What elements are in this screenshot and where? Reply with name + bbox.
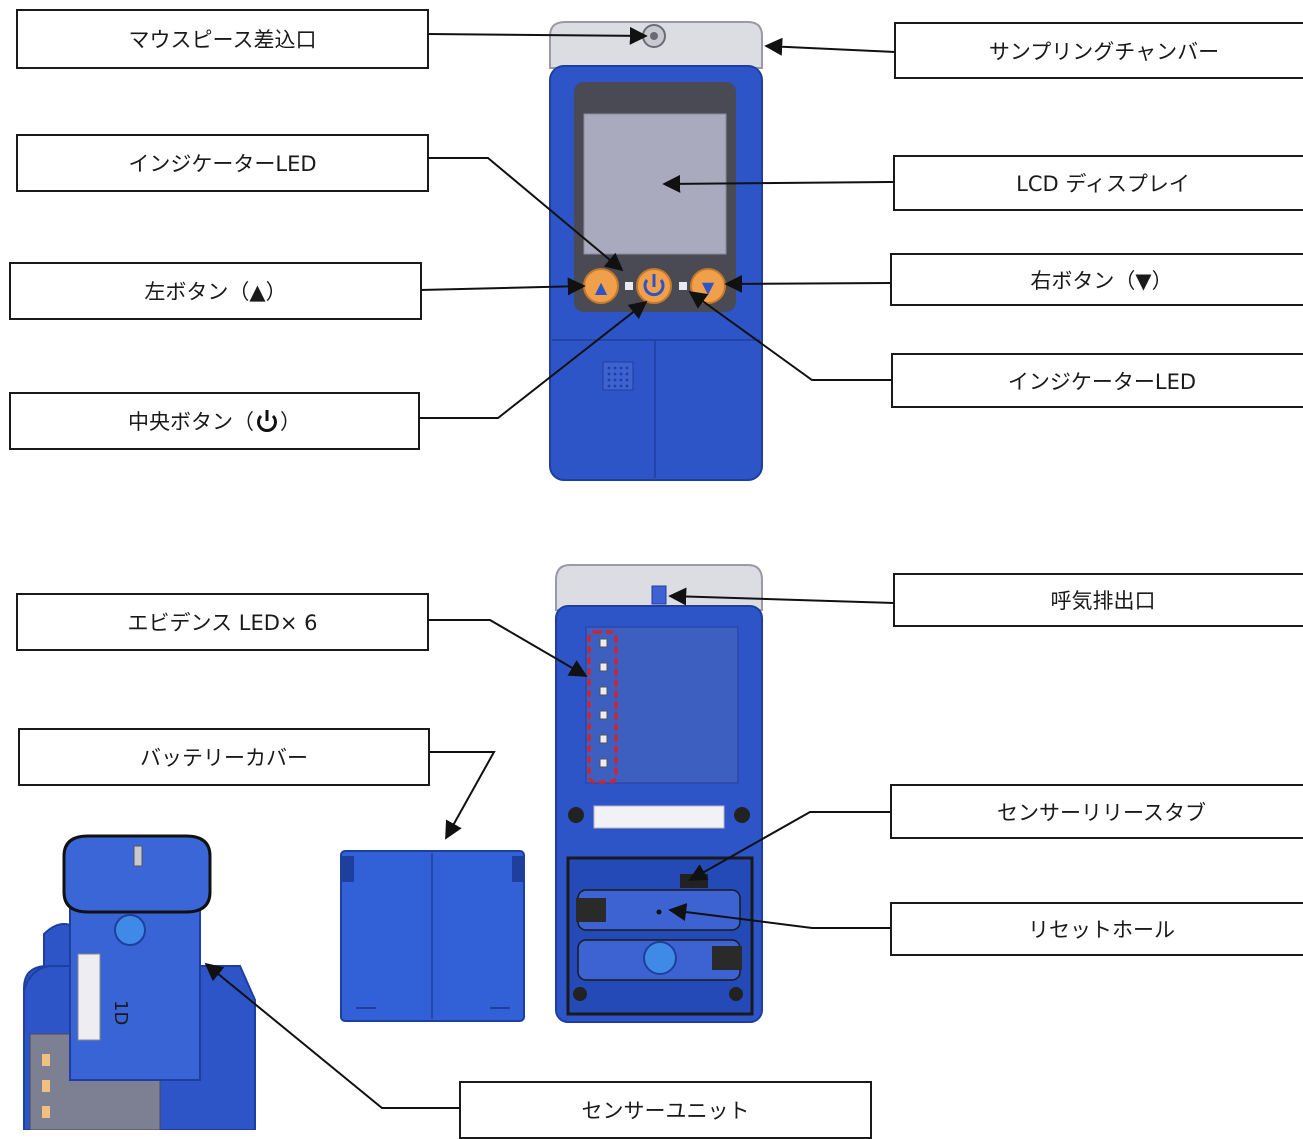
label-text: インジケーターLED bbox=[128, 152, 317, 176]
label-text: LCD ディスプレイ bbox=[1016, 172, 1190, 196]
sensor-unit: 1D bbox=[23, 834, 256, 1130]
leader-evidence-led bbox=[428, 619, 588, 677]
leader-lines bbox=[204, 26, 896, 1109]
label-indicator-led-right: インジケーターLED bbox=[891, 353, 1303, 408]
leader-sensor-unit bbox=[204, 962, 460, 1109]
leader-mouthpiece bbox=[427, 26, 648, 45]
svg-text:▲: ▲ bbox=[595, 278, 608, 297]
label-text: センサーユニット bbox=[581, 1099, 750, 1123]
label-text: マウスピース差込口 bbox=[128, 28, 317, 52]
label-sensor-release-tab: センサーリリースタブ bbox=[890, 784, 1303, 839]
sensor-unit-mark: 1D bbox=[110, 1000, 131, 1025]
front-device: ▲ ▼ bbox=[549, 21, 763, 481]
label-battery-cover: バッテリーカバー bbox=[18, 728, 430, 786]
label-text: エビデンス LED× 6 bbox=[127, 611, 318, 635]
leader-release-tab bbox=[688, 811, 890, 881]
leader-indicator-led-left bbox=[428, 157, 624, 272]
leader-reset-hole bbox=[668, 903, 890, 929]
label-sampling-chamber: サンプリングチャンバー bbox=[894, 22, 1303, 79]
label-left-button: 左ボタン（▲） bbox=[9, 262, 422, 320]
label-evidence-led: エビデンス LED× 6 bbox=[16, 593, 429, 651]
label-reset-hole: リセットホール bbox=[890, 902, 1303, 956]
label-center-button: 中央ボタン（ ） bbox=[9, 392, 420, 450]
label-text: 呼気排出口 bbox=[1050, 589, 1156, 613]
label-text: 中央ボタン（ bbox=[128, 410, 254, 434]
label-text: インジケーターLED bbox=[1007, 369, 1197, 394]
label-text: リセットホール bbox=[1028, 918, 1175, 942]
leader-battery-cover bbox=[430, 751, 496, 840]
leader-lcd bbox=[662, 174, 894, 193]
label-text: バッテリーカバー bbox=[140, 746, 308, 770]
leader-sampling-chamber bbox=[764, 37, 896, 56]
label-text: センサーリリースタブ bbox=[997, 800, 1206, 825]
label-text: サンプリングチャンバー bbox=[988, 39, 1220, 64]
back-device bbox=[555, 564, 763, 1023]
label-lcd-display: LCD ディスプレイ bbox=[893, 155, 1303, 211]
label-text: 左ボタン（▲） bbox=[144, 280, 287, 304]
leader-right-button bbox=[724, 274, 891, 293]
label-right-button: 右ボタン（▼） bbox=[890, 253, 1303, 306]
label-text: 右ボタン（▼） bbox=[1030, 268, 1173, 293]
leader-exhaust bbox=[668, 587, 896, 606]
power-icon bbox=[257, 410, 277, 432]
label-mouthpiece-port: マウスピース差込口 bbox=[16, 9, 429, 69]
leader-indicator-led-right bbox=[688, 290, 892, 381]
label-sensor-unit: センサーユニット bbox=[459, 1081, 872, 1139]
leader-center-button bbox=[418, 300, 648, 419]
label-exhaust-port: 呼気排出口 bbox=[893, 573, 1303, 627]
label-indicator-led-left: インジケーターLED bbox=[16, 134, 429, 192]
label-text: ） bbox=[280, 410, 301, 434]
leader-left-button bbox=[419, 277, 586, 296]
battery-cover bbox=[340, 850, 525, 1022]
svg-text:▼: ▼ bbox=[702, 278, 715, 297]
